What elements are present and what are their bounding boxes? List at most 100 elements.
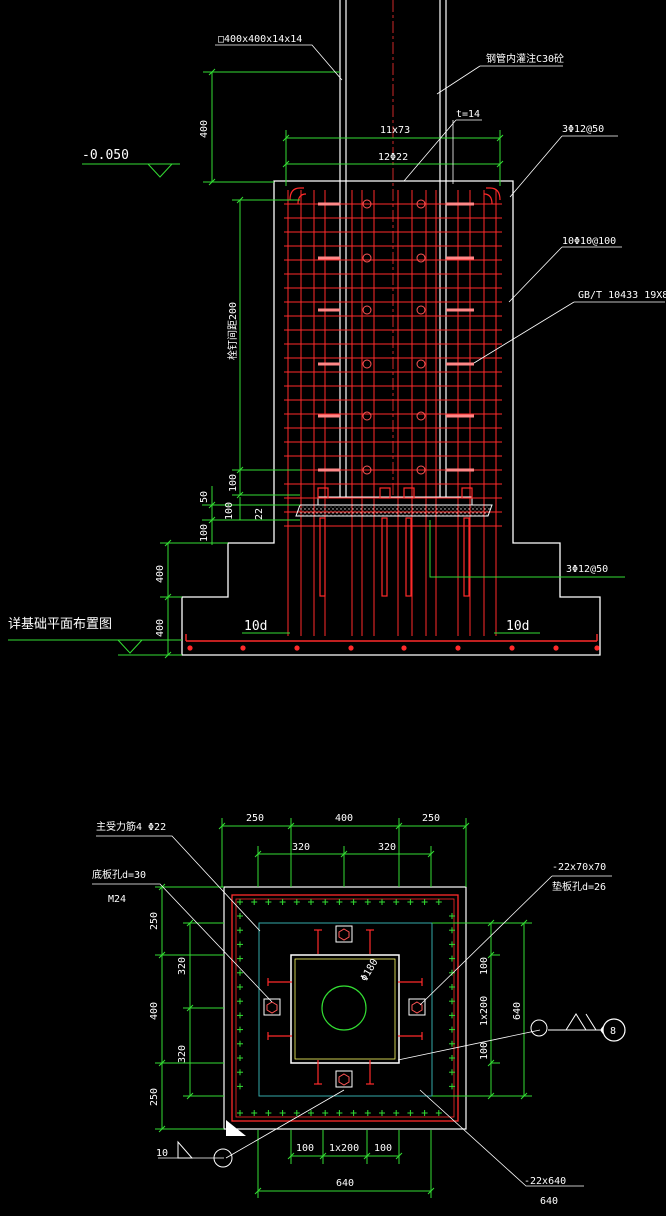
top-dim-4: 320 bbox=[292, 842, 310, 853]
level-label: -0.050 bbox=[82, 148, 129, 163]
tie-label-top: 3Φ12@50 bbox=[562, 124, 604, 135]
plan-column bbox=[290, 954, 400, 1064]
bolt-label: M24 bbox=[108, 894, 126, 905]
elevation-view: □400x400x14x14 钢管内灌注C30砼 -0.050 t=14 11x… bbox=[8, 0, 666, 659]
left-dim-1: 250 bbox=[149, 912, 160, 930]
plan-bolts bbox=[263, 925, 426, 1088]
top-dim-2: 400 bbox=[335, 813, 353, 824]
column-size-label: □400x400x14x14 bbox=[218, 34, 302, 45]
tick bbox=[186, 1092, 194, 1100]
left-dim-5: 320 bbox=[177, 1045, 188, 1063]
base-hole-label: 底板孔d=30 bbox=[92, 868, 146, 881]
stud-head bbox=[362, 359, 372, 369]
elevation-leaders bbox=[215, 44, 665, 364]
tick bbox=[487, 1059, 495, 1067]
main-bar-label: 主受力筋4 Φ22 bbox=[96, 820, 166, 833]
tick bbox=[186, 919, 194, 927]
section-mark-10: 10 bbox=[156, 1120, 246, 1168]
detail-mark-8: 8 bbox=[530, 1013, 626, 1042]
tick bbox=[158, 951, 166, 959]
tick bbox=[164, 651, 172, 659]
bar-dot bbox=[401, 645, 407, 651]
bottom-dim-2: 1x200 bbox=[329, 1143, 359, 1154]
bar-dot bbox=[553, 645, 559, 651]
tick bbox=[395, 822, 403, 830]
stiffener-label: -22x70x70 bbox=[552, 862, 606, 873]
plan-studs bbox=[267, 929, 423, 1085]
tick bbox=[164, 539, 172, 547]
tick bbox=[218, 822, 226, 830]
pedestal-vertical-bars bbox=[287, 190, 497, 636]
steel-column bbox=[339, 0, 447, 498]
shear-studs bbox=[318, 199, 474, 475]
stud-head bbox=[416, 465, 426, 475]
tick bbox=[520, 1092, 528, 1100]
dim-100-stud: 100 bbox=[228, 474, 239, 492]
stud-head bbox=[362, 253, 372, 263]
tick bbox=[287, 1152, 295, 1160]
plan-rebar-crosses bbox=[237, 899, 455, 1116]
tick bbox=[427, 850, 435, 858]
stud-head bbox=[362, 411, 372, 421]
left-dim-4: 320 bbox=[177, 957, 188, 975]
dim-400-mid: 400 bbox=[155, 565, 166, 583]
dim-100: 100 bbox=[199, 524, 210, 542]
plan-base-plate bbox=[258, 922, 433, 1097]
anchor-length-right: 10d bbox=[506, 619, 529, 634]
tick bbox=[282, 134, 290, 142]
bottom-mat bbox=[185, 634, 598, 642]
right-dim-2: 1x200 bbox=[479, 996, 490, 1026]
tick bbox=[186, 1004, 194, 1012]
pedestal-stirrups bbox=[284, 203, 502, 527]
bottom-dim-3: 100 bbox=[374, 1143, 392, 1154]
elevation-dimensions bbox=[8, 71, 625, 656]
anchor-length-left: 10d bbox=[244, 619, 267, 634]
stud-head bbox=[416, 305, 426, 315]
anchor-bolts bbox=[317, 487, 473, 597]
bar-dot bbox=[240, 645, 246, 651]
tick bbox=[236, 466, 244, 474]
right-dim-1: 100 bbox=[479, 957, 490, 975]
plan-pour-hole bbox=[321, 985, 367, 1031]
stud-head bbox=[416, 199, 426, 209]
tick bbox=[158, 1059, 166, 1067]
tick bbox=[236, 491, 244, 499]
bottom-dim-total: 640 bbox=[336, 1178, 354, 1189]
stud-head bbox=[416, 253, 426, 263]
bar-dot bbox=[594, 645, 600, 651]
tick bbox=[254, 850, 262, 858]
plan-dimension-ticks bbox=[158, 822, 528, 1195]
dim-400-top: 400 bbox=[199, 120, 210, 138]
tick bbox=[287, 822, 295, 830]
top-dim-5: 320 bbox=[378, 842, 396, 853]
stud-head bbox=[416, 359, 426, 369]
base-grout bbox=[295, 496, 493, 517]
tick bbox=[208, 516, 216, 524]
tick bbox=[496, 160, 504, 168]
tick bbox=[462, 822, 470, 830]
top-dim-1: 250 bbox=[246, 813, 264, 824]
top-hooks bbox=[289, 187, 501, 205]
dim-50: 50 bbox=[199, 491, 210, 503]
stud-head bbox=[362, 465, 372, 475]
dim-400-bot: 400 bbox=[155, 619, 166, 637]
right-dim-total: 640 bbox=[512, 1002, 523, 1020]
tick bbox=[282, 160, 290, 168]
dim-12phi22: 12Φ22 bbox=[378, 152, 408, 163]
tick bbox=[395, 1152, 403, 1160]
bar-dot bbox=[187, 645, 193, 651]
tick bbox=[340, 850, 348, 858]
tick bbox=[496, 134, 504, 142]
tick bbox=[520, 919, 528, 927]
tick bbox=[158, 883, 166, 891]
dim-22: 22 bbox=[254, 508, 265, 520]
tick bbox=[236, 196, 244, 204]
tick bbox=[487, 919, 495, 927]
left-dim-2: 400 bbox=[149, 1002, 160, 1020]
dimension-ticks bbox=[164, 68, 504, 659]
stud-label: GB/T 10433 19X8 bbox=[578, 290, 666, 301]
stud-head bbox=[362, 199, 372, 209]
plate-thickness-label: t=14 bbox=[456, 109, 480, 120]
dim-studs: 栓钉间距200 bbox=[226, 302, 239, 360]
